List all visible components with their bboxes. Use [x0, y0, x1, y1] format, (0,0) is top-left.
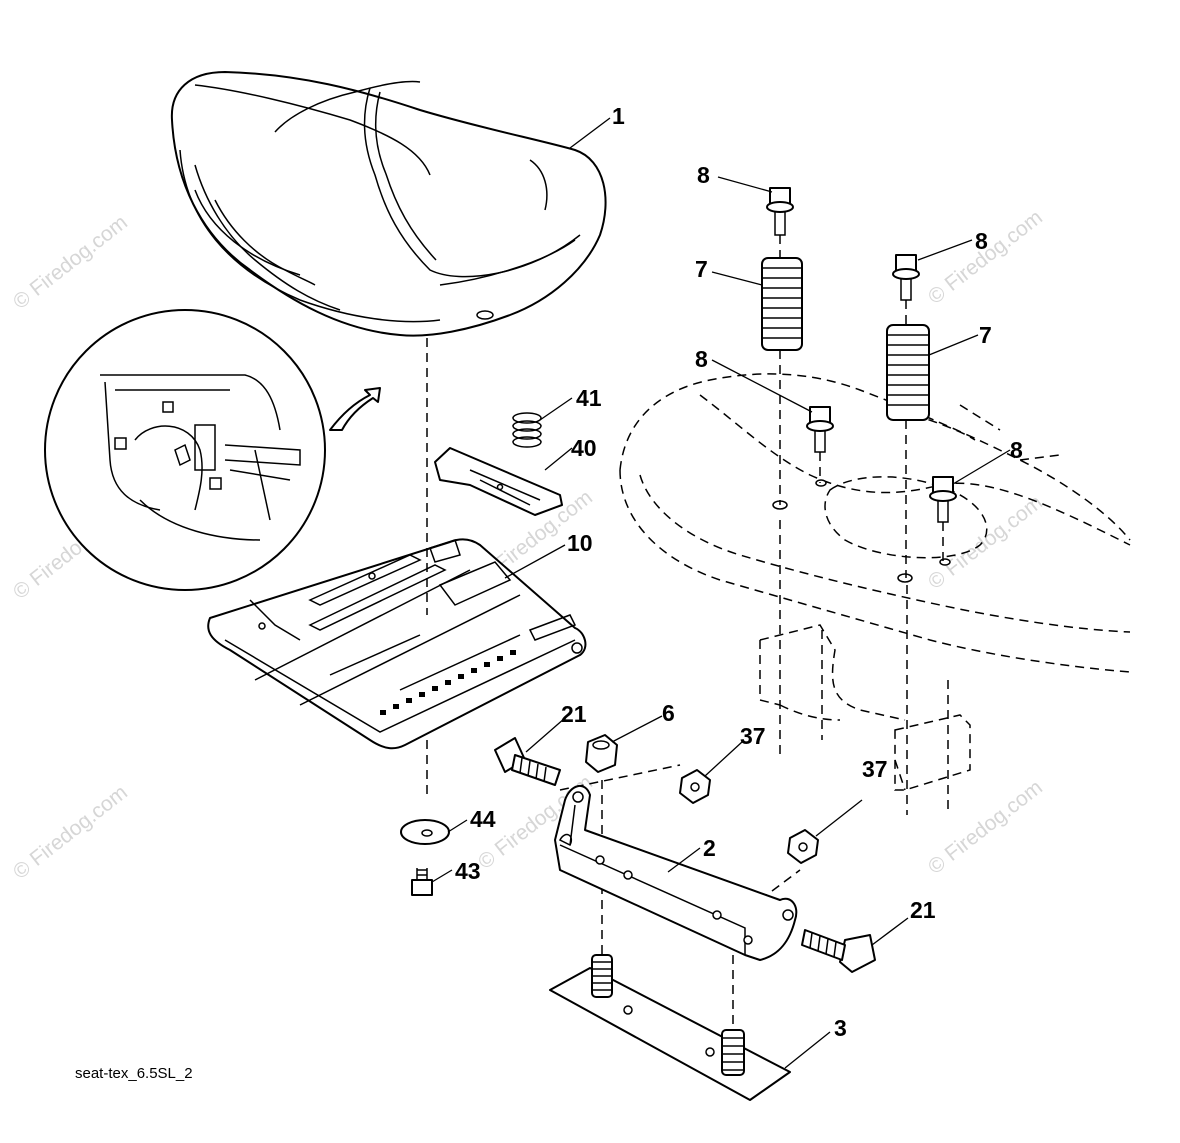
callout-44: 44 [470, 806, 496, 832]
callout-3: 3 [834, 1015, 847, 1041]
watermark-text: © Firedog.com [9, 781, 132, 884]
bolt-8-mid-right [929, 476, 957, 523]
bolt-8-top-left [766, 187, 794, 236]
tractor-frame-outline [619, 373, 1131, 815]
watermark-text: © Firedog.com [9, 211, 132, 314]
spring-41 [512, 412, 542, 448]
callout-21-left: 21 [561, 701, 587, 727]
washer-44 [400, 819, 450, 845]
bolt-43 [411, 868, 433, 896]
callout-7-right: 7 [979, 322, 992, 348]
diagram-caption: seat-tex_6.5SL_2 [75, 1065, 193, 1082]
callout-1: 1 [612, 103, 625, 129]
callout-7-left: 7 [695, 256, 708, 282]
detail-inset [44, 309, 381, 591]
callout-8-mid-left: 8 [695, 346, 708, 372]
stud-right [721, 1029, 745, 1076]
callout-10: 10 [567, 530, 593, 556]
nut-6 [585, 734, 618, 773]
callout-41: 41 [576, 385, 602, 411]
callout-37-lower: 37 [862, 756, 888, 782]
bracket [554, 785, 798, 961]
bolt-8-mid-left [806, 406, 834, 453]
leader-lines [431, 117, 1011, 1069]
spring-7-right [886, 324, 930, 421]
seat [170, 71, 607, 337]
callout-2: 2 [703, 835, 716, 861]
callout-8-mid-right: 8 [1010, 437, 1023, 463]
mount-plate [549, 967, 791, 1101]
callout-6: 6 [662, 700, 675, 726]
bolt-8-top-right [892, 254, 920, 301]
callout-43: 43 [455, 858, 481, 884]
nut-37-upper [679, 769, 711, 804]
callout-21-right: 21 [910, 897, 936, 923]
bolt-21-left [494, 737, 561, 786]
callouts: 1 8 7 8 7 8 8 41 40 10 21 6 37 37 44 43 … [455, 103, 1023, 1041]
callout-37-upper: 37 [740, 723, 766, 749]
callout-8-top-left: 8 [697, 162, 710, 188]
stud-left [591, 954, 613, 998]
callout-8-top-right: 8 [975, 228, 988, 254]
bolt-21-right [801, 929, 876, 973]
watermark-text: © Firedog.com [924, 206, 1047, 309]
nut-37-lower [787, 829, 819, 864]
spring-7-left [761, 257, 803, 351]
seat-pan [207, 538, 587, 750]
latch-40 [434, 447, 563, 516]
callout-40: 40 [571, 435, 597, 461]
watermark-text: © Firedog.com [924, 776, 1047, 879]
slot-row [380, 650, 516, 715]
